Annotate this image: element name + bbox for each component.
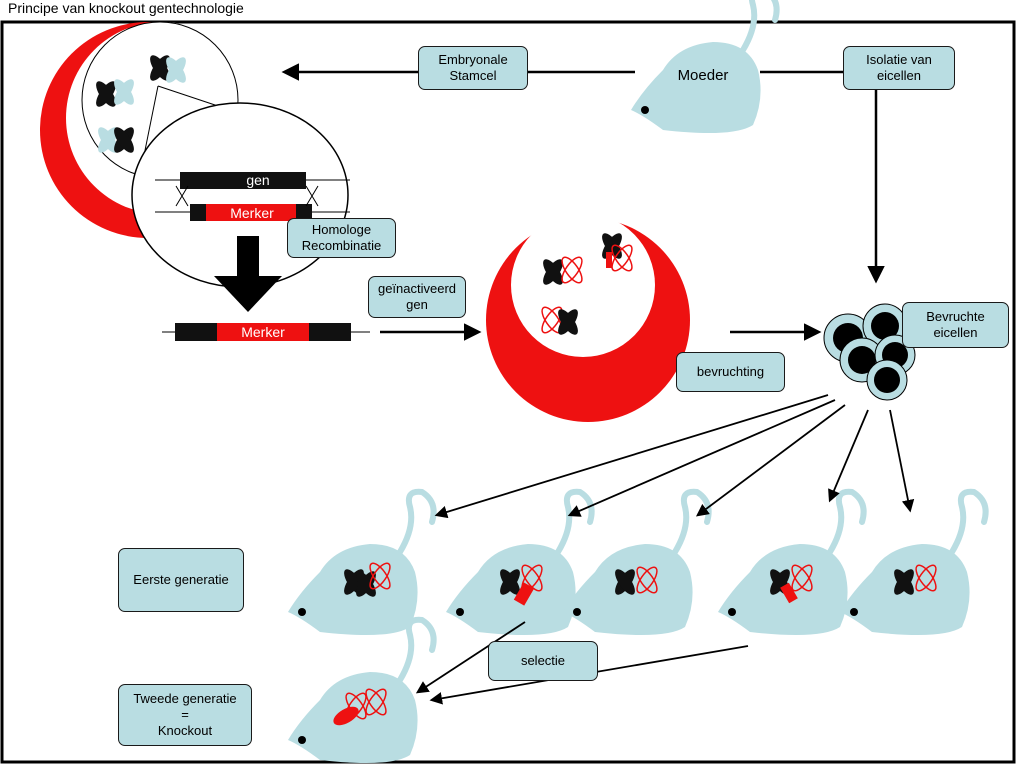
gen1-mouse-3	[563, 492, 709, 635]
gen1-mouse-1	[288, 492, 434, 635]
gen1-mouse-2	[446, 492, 592, 635]
inactivated-marker-label: Merker	[241, 324, 285, 340]
second-generation-label: Tweede generatie = Knockout	[118, 684, 252, 746]
arrows	[281, 63, 915, 705]
gen2-knockout-mouse	[288, 620, 434, 763]
selection-label: selectie	[488, 641, 598, 681]
gen1-mouse-4	[718, 492, 864, 635]
fertilized-eggs-label: Bevruchte eicellen	[902, 302, 1009, 348]
first-generation-label: Eerste generatie	[118, 548, 244, 612]
embryonic-stem-cell-label: Embryonale Stamcel	[418, 46, 528, 90]
gene-bar-label: gen	[246, 172, 269, 188]
fertilized-eggs	[823, 303, 916, 401]
inactivated-gene-bar	[162, 323, 370, 341]
isolation-eggs-label: Isolatie van eicellen	[843, 46, 955, 90]
fertilization-label: bevruchting	[676, 352, 785, 392]
frame-border	[0, 20, 1016, 764]
homologous-recombination-label: Homologe Recombinatie	[287, 218, 396, 258]
diagram-title: Principe van knockout gentechnologie	[8, 0, 244, 16]
mother-label: Moeder	[678, 67, 729, 84]
fertilization-cell	[486, 213, 690, 422]
inactivated-gene-label: geïnactiveerd gen	[368, 276, 466, 318]
marker-bar-label: Merker	[230, 205, 274, 221]
